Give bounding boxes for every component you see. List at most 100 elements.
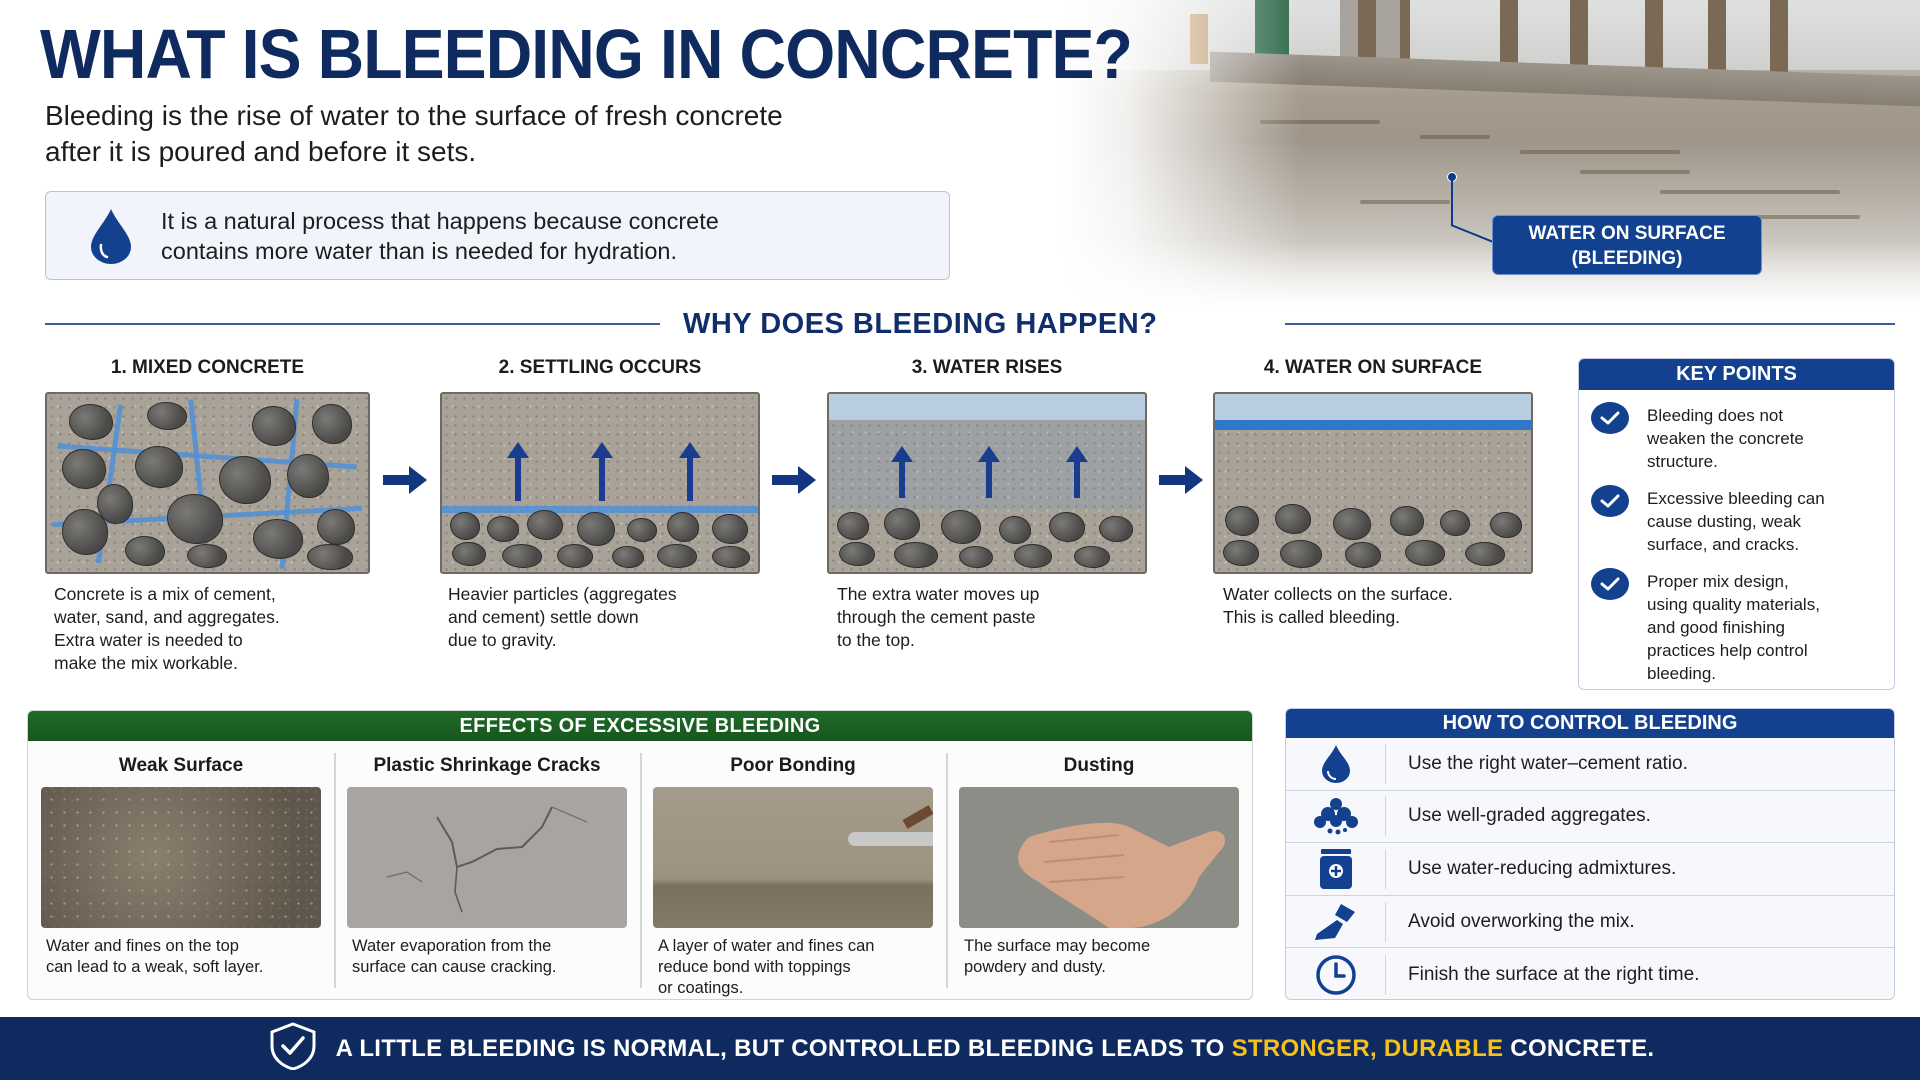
effect-dusting: Dusting The surface may become powdery a… — [946, 741, 1252, 999]
caption-line: through the cement paste — [837, 607, 1036, 627]
caption-line: Water evaporation from the — [352, 937, 552, 955]
step-4-water-on-surface-illustration — [1213, 392, 1533, 574]
control-item-text: Finish the surface at the right time. — [1408, 963, 1700, 985]
texture — [41, 787, 321, 928]
caption-line: The surface may become — [964, 937, 1151, 955]
rising-water-arrow-icon — [1066, 446, 1088, 498]
control-title: HOW TO CONTROL BLEEDING — [1286, 709, 1894, 738]
callout-line-1: WATER ON SURFACE — [1528, 223, 1726, 244]
next-step-arrow-icon — [1159, 466, 1203, 494]
aggregate — [487, 516, 519, 542]
aggregate — [1390, 506, 1424, 536]
key-point-text: Excessive bleeding can cause dusting, we… — [1647, 487, 1825, 556]
caption-line: Concrete is a mix of cement, — [54, 584, 276, 604]
caption-line: to the top. — [837, 630, 915, 650]
caption-line: can lead to a weak, soft layer. — [46, 958, 264, 976]
aggregate — [312, 404, 352, 444]
step-3-caption: The extra water moves up through the cem… — [837, 583, 1157, 652]
info-line: It is a natural process that happens bec… — [161, 207, 719, 234]
water-top-band — [829, 394, 1145, 420]
key-point-line: practices help control — [1647, 641, 1808, 660]
clock-icon — [1286, 954, 1386, 995]
control-item: Finish the surface at the right time. — [1286, 948, 1894, 999]
aggregate — [167, 494, 223, 544]
footer-message: A LITTLE BLEEDING IS NORMAL, BUT CONTROL… — [336, 1035, 1655, 1063]
effect-plastic-shrinkage-cracks: Plastic Shrinkage Cracks Water evaporati… — [334, 741, 640, 999]
aggregate — [1345, 542, 1381, 568]
effect-caption: A layer of water and fines can reduce bo… — [650, 936, 936, 999]
trowel-handle — [902, 805, 933, 829]
aggregate — [1223, 540, 1259, 566]
aggregate — [667, 512, 699, 542]
bleed-water-layer — [1215, 420, 1531, 430]
key-point-line: cause dusting, weak — [1647, 512, 1802, 531]
aggregate — [884, 508, 920, 540]
step-2-heading: 2. SETTLING OCCURS — [498, 357, 702, 378]
dusting-hand-photo — [959, 787, 1239, 928]
aggregate — [1333, 508, 1371, 540]
aggregate — [999, 516, 1031, 544]
key-point-line: weaken the concrete — [1647, 429, 1804, 448]
effects-title: EFFECTS OF EXCESSIVE BLEEDING — [28, 711, 1252, 741]
aggregate — [253, 519, 303, 559]
aggregate — [1465, 542, 1505, 566]
aggregate — [252, 406, 296, 446]
caption-line: reduce bond with toppings — [658, 958, 851, 976]
control-item: Use water-reducing admixtures. — [1286, 843, 1894, 896]
caption-line: powdery and dusty. — [964, 958, 1106, 976]
effect-title: Weak Surface — [118, 755, 244, 776]
aggregate — [125, 536, 165, 566]
aggregate — [712, 546, 750, 568]
key-point-text: Bleeding does not weaken the concrete st… — [1647, 404, 1804, 473]
effect-caption: Water evaporation from the surface can c… — [344, 936, 630, 978]
aggregate — [1099, 516, 1133, 542]
water-drop-icon — [1286, 743, 1386, 784]
effect-caption: The surface may become powdery and dusty… — [956, 936, 1242, 978]
aggregate — [69, 404, 113, 440]
aggregate — [1405, 540, 1445, 566]
key-point-item: Proper mix design, using quality materia… — [1579, 568, 1894, 685]
key-point-item: Bleeding does not weaken the concrete st… — [1579, 402, 1894, 473]
key-point-line: using quality materials, — [1647, 595, 1820, 614]
aggregate — [1280, 540, 1322, 568]
step-1-mixed-concrete-illustration — [45, 392, 370, 574]
shield-check-icon — [266, 1022, 320, 1075]
next-step-arrow-icon — [772, 466, 816, 494]
footer-banner: A LITTLE BLEEDING IS NORMAL, BUT CONTROL… — [0, 1017, 1920, 1080]
rising-water-arrow-icon — [507, 442, 529, 501]
aggregate — [1014, 544, 1052, 568]
aggregate — [1275, 504, 1311, 534]
step-1-caption: Concrete is a mix of cement, water, sand… — [54, 583, 374, 675]
subtitle-line: Bleeding is the rise of water to the sur… — [45, 100, 783, 131]
hero-photo-fade — [1060, 0, 1920, 310]
effect-title: Poor Bonding — [730, 755, 856, 776]
key-point-line: and good finishing — [1647, 618, 1786, 637]
section-divider — [45, 323, 660, 325]
caption-line: The extra water moves up — [837, 584, 1040, 604]
why-section-title: WHY DOES BLEEDING HAPPEN? — [683, 308, 1158, 340]
page-subtitle: Bleeding is the rise of water to the sur… — [45, 98, 783, 170]
footer-text-main: A LITTLE BLEEDING IS NORMAL, BUT CONTROL… — [335, 1034, 1232, 1062]
trowel-icon — [1286, 901, 1386, 942]
admixture-bag-icon — [1286, 848, 1386, 889]
caption-line: make the mix workable. — [54, 653, 238, 673]
step-2-caption: Heavier particles (aggregates and cement… — [448, 583, 768, 652]
section-divider — [1285, 323, 1895, 325]
caption-line: Heavier particles (aggregates — [448, 584, 677, 604]
aggregate — [657, 544, 697, 568]
rising-water-arrow-icon — [679, 442, 701, 501]
footer-text-highlight: STRONGER, DURABLE — [1231, 1034, 1504, 1062]
aggregate — [557, 544, 593, 568]
aggregate — [941, 510, 981, 544]
aggregate — [577, 512, 615, 546]
checkmark-icon — [1591, 568, 1629, 600]
aggregate — [627, 518, 657, 542]
key-point-line: Proper mix design, — [1647, 572, 1789, 591]
step-1-heading: 1. MIXED CONCRETE — [110, 357, 305, 378]
subtitle-line: after it is poured and before it sets. — [45, 136, 477, 167]
control-bleeding-panel: HOW TO CONTROL BLEEDING Use the right wa… — [1285, 708, 1895, 1000]
step-4-caption: Water collects on the surface. This is c… — [1223, 583, 1553, 629]
info-text: It is a natural process that happens bec… — [161, 206, 719, 266]
caption-line: and cement) settle down — [448, 607, 639, 627]
key-points-panel: KEY POINTS Bleeding does not weaken the … — [1578, 358, 1895, 690]
